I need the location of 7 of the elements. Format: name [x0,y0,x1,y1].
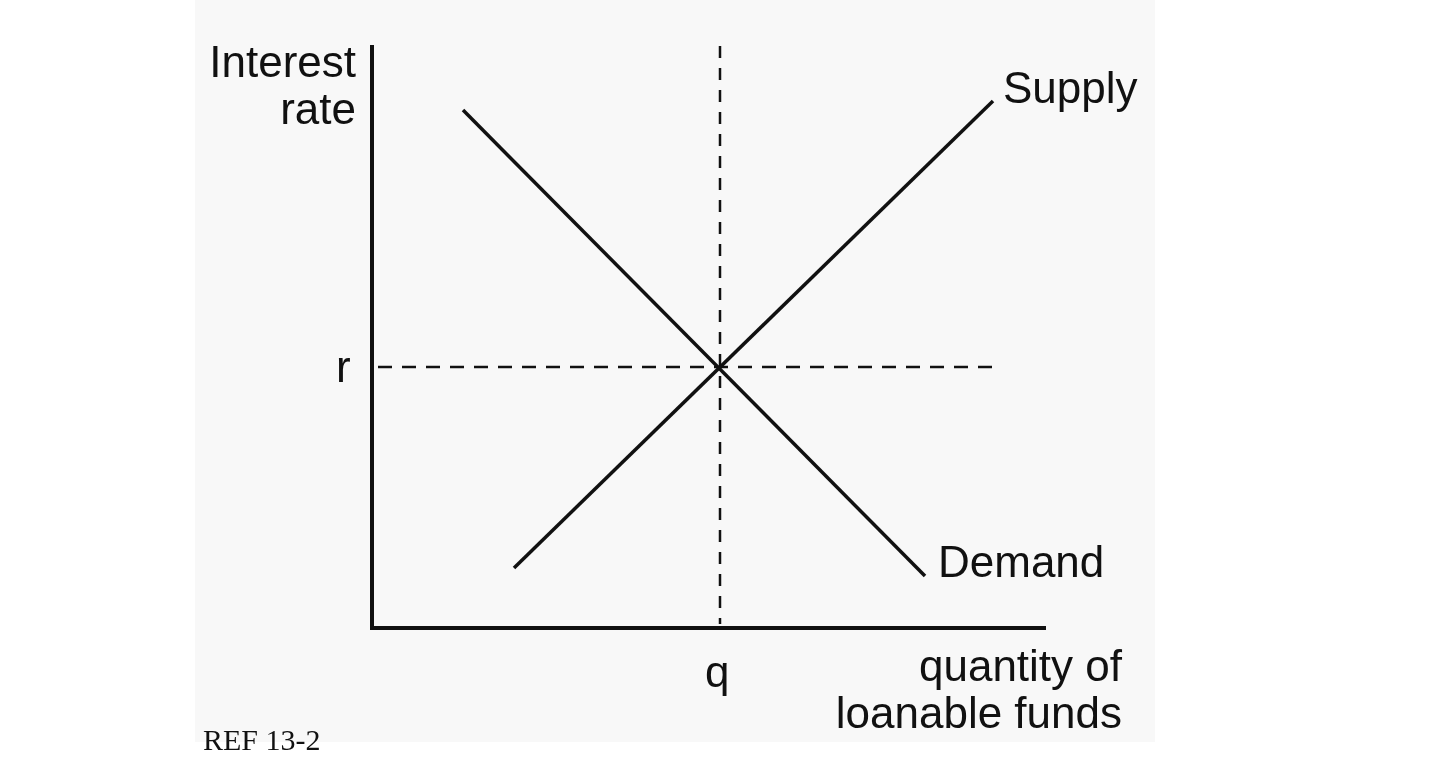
quantity-tick-label: q [705,648,730,695]
figure-reference: REF 13-2 [203,724,321,756]
interest-rate-tick-label: r [336,343,351,390]
supply-curve-label: Supply [1003,64,1138,111]
y-axis-title: Interest rate [208,38,356,132]
x-axis-title: quantity of loanable funds [834,642,1122,736]
demand-curve-label: Demand [938,538,1105,585]
